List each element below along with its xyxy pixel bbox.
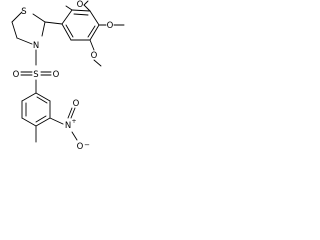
- atom-label-O-nitro-down: O: [77, 142, 84, 152]
- atom-label-N-nitro-charge: +: [71, 118, 76, 125]
- bond: [89, 24, 100, 41]
- bond: [65, 24, 74, 38]
- bond: [83, 0, 89, 6]
- bond: [61, 23, 72, 41]
- bond: [35, 117, 51, 127]
- bond: [21, 117, 37, 127]
- bond: [83, 4, 91, 12]
- bond: [61, 9, 73, 25]
- atom-label-S-sulfonyl: S: [33, 70, 38, 80]
- bond: [89, 39, 95, 51]
- molecule-drawing: S N S O O O O O N + O O −: [11, 0, 125, 152]
- bond: [93, 59, 102, 67]
- atom-label-S-ring: S: [21, 7, 26, 17]
- bond: [11, 11, 23, 23]
- bond: [65, 5, 73, 11]
- atom-label-O-nitro-up: O: [73, 99, 80, 109]
- bond: [71, 131, 78, 141]
- atom-label-N-ring: N: [33, 41, 39, 51]
- bond: [35, 115, 47, 123]
- bond: [70, 107, 76, 119]
- bond: [11, 21, 18, 39]
- atom-label-O-sulfonyl-right: O: [53, 70, 60, 80]
- atom-label-O-methoxy-bot: O: [91, 51, 98, 61]
- bond: [89, 10, 100, 26]
- atom-label-O-methoxy-top: O: [77, 0, 84, 10]
- bond: [35, 92, 51, 102]
- bond: [36, 96, 48, 104]
- atom-label-O-methoxy-mid: O: [107, 21, 114, 31]
- bond: [44, 21, 63, 25]
- atom-label-O-sulfonyl-left: O: [13, 70, 20, 80]
- bond: [16, 37, 33, 45]
- bond: [21, 92, 37, 102]
- atom-label-N-nitro: N: [65, 121, 71, 131]
- bond: [41, 21, 46, 37]
- bond: [71, 9, 91, 12]
- bond: [73, 13, 89, 16]
- bond: [32, 13, 46, 23]
- bond: [87, 25, 96, 38]
- bond: [67, 107, 73, 119]
- atom-label-O-nitro-charge: −: [84, 141, 90, 149]
- bond: [49, 117, 64, 125]
- chemical-structure-diagram: S N S O O O O O N + O O −: [0, 0, 132, 158]
